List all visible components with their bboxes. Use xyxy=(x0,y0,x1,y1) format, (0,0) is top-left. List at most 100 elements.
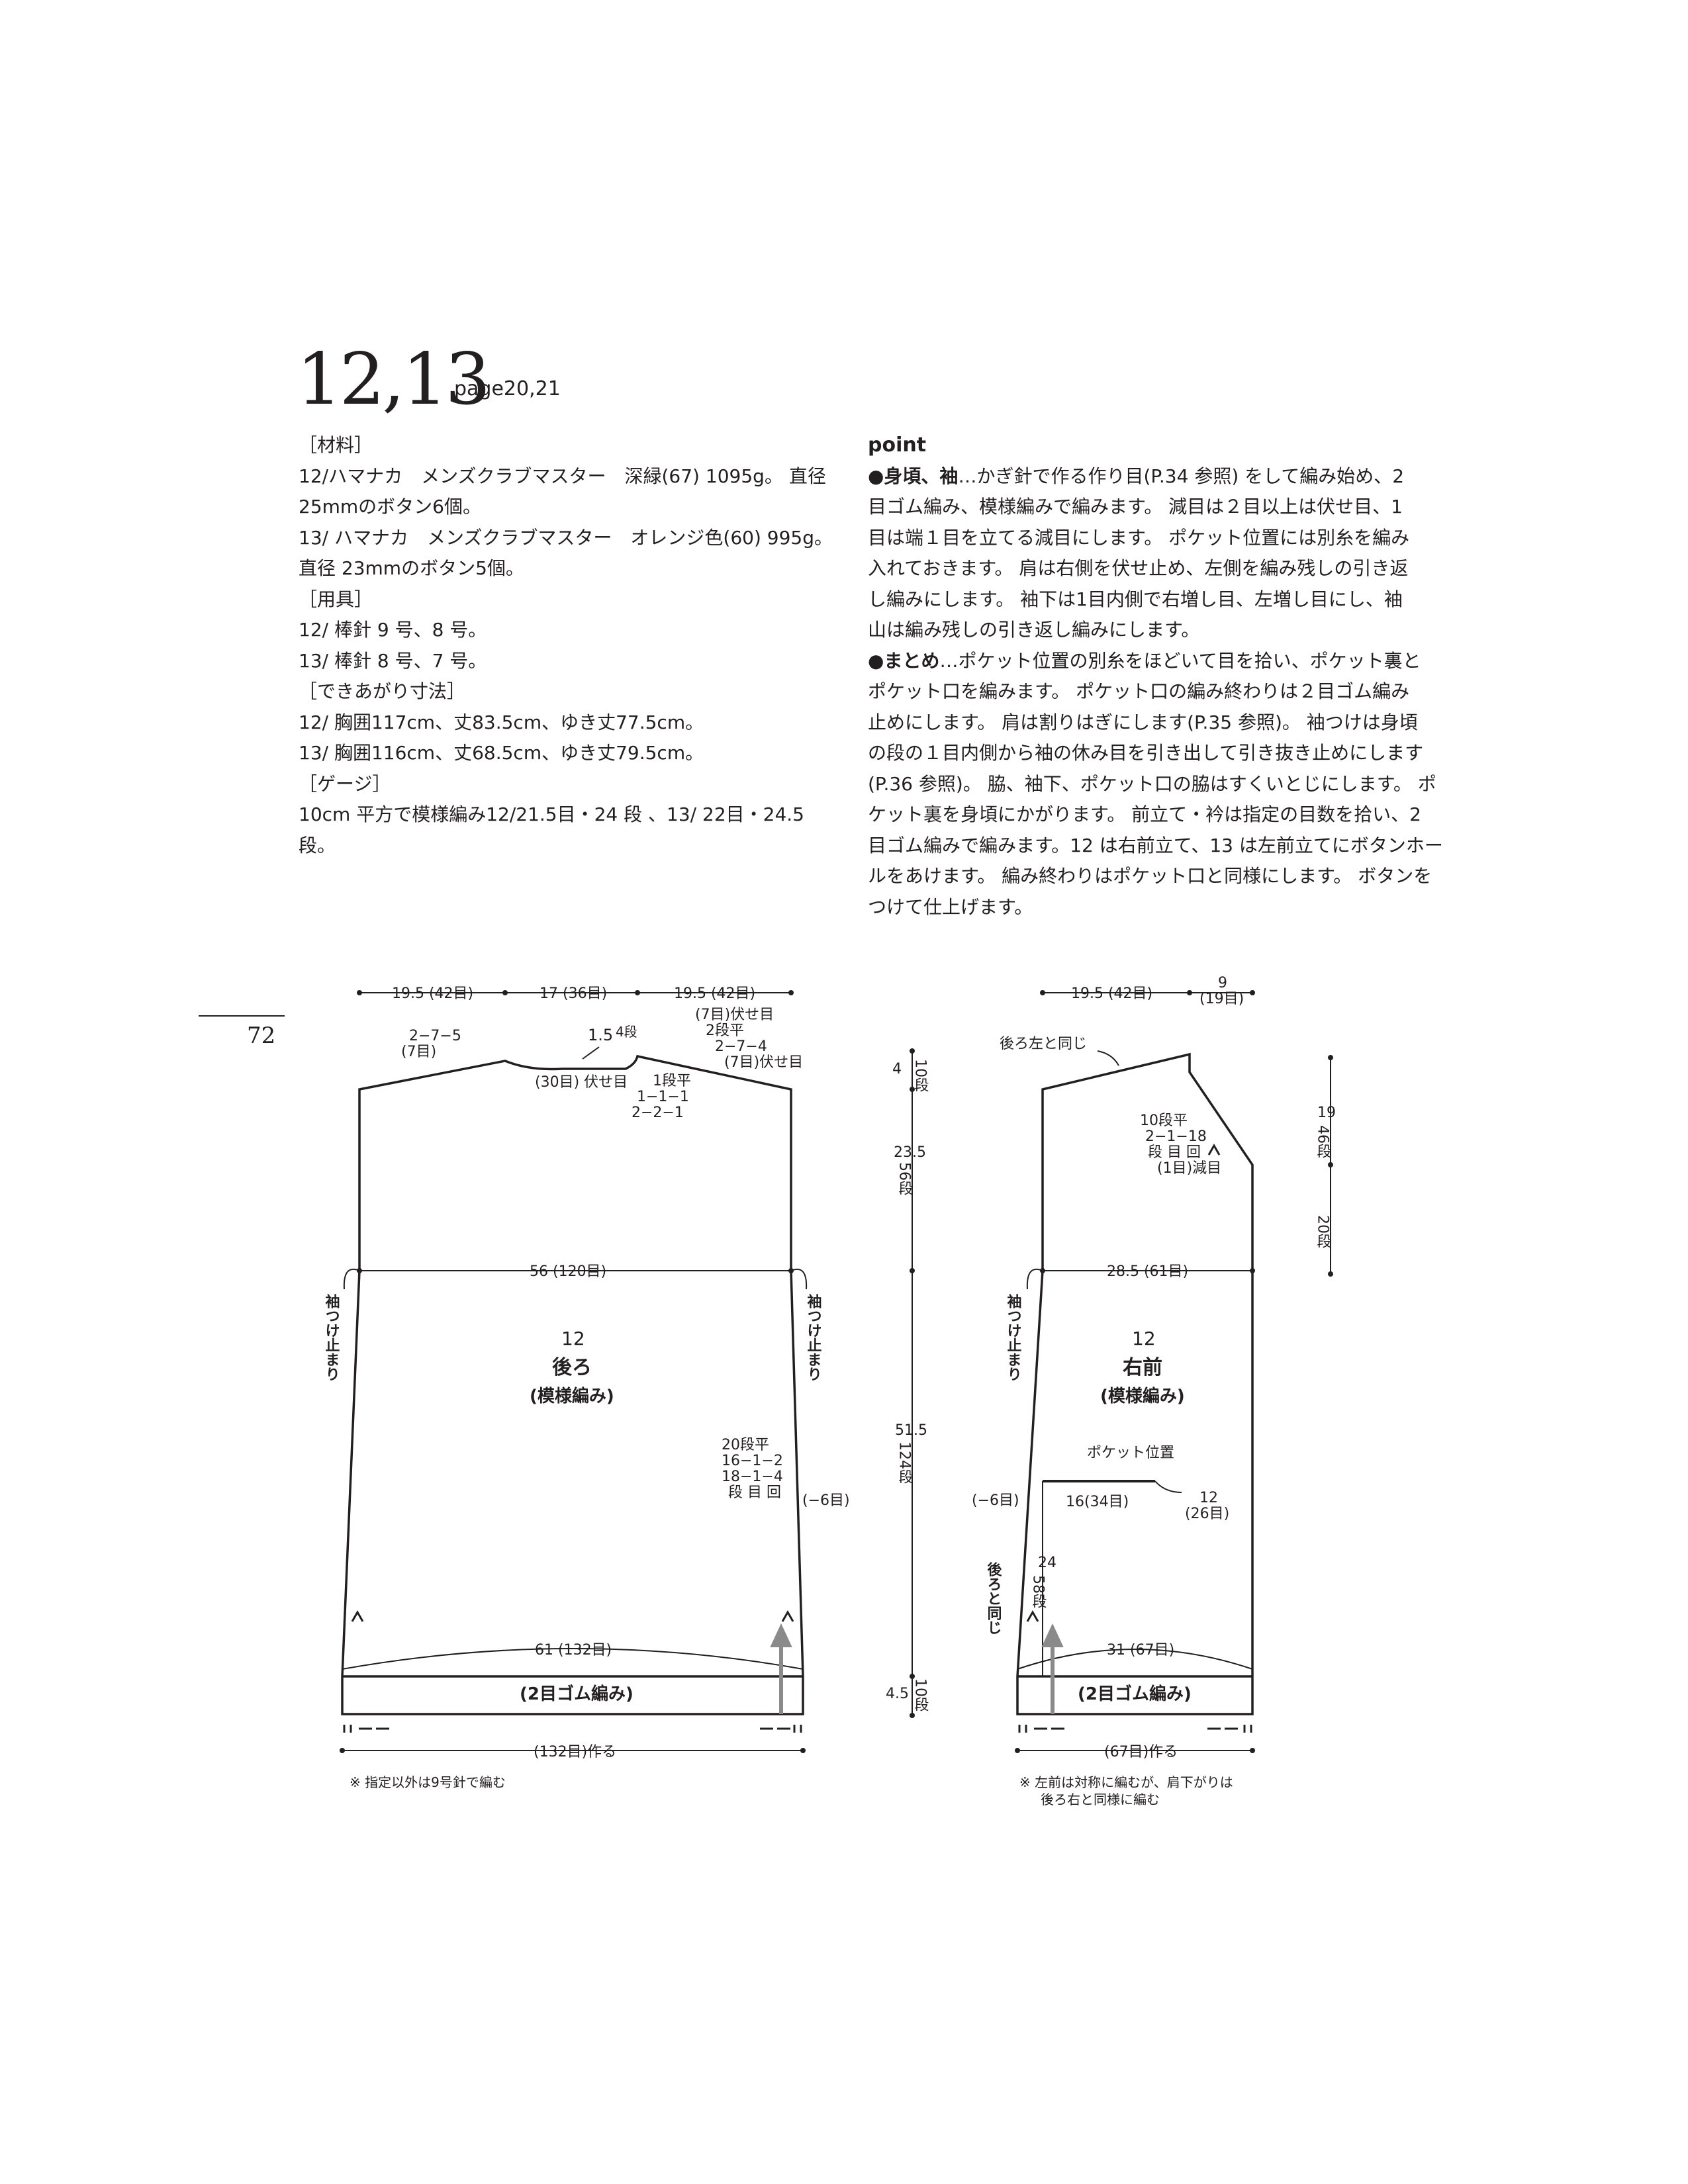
material-line: 12/ハマナカ メンズクラブマスター 深緑(67) 1095g。 直径 xyxy=(299,465,826,487)
point-line: ケット裏を身頃にかがります。 前立て・衿は指定の目数を拾い、2 xyxy=(868,803,1421,825)
back-note: ※ 指定以外は9号針で編む xyxy=(350,1774,506,1790)
page-reference: page20,21 xyxy=(454,377,561,400)
center-v1-rows: 10段 xyxy=(912,1059,929,1092)
point-line: ポケット口を編みます。 ポケット口の編み終わりは２目ゴム編み xyxy=(868,680,1410,702)
center-v4: 4.5 xyxy=(886,1686,909,1702)
back-outline xyxy=(341,1054,804,1715)
back-piece-pattern: (模様編み) xyxy=(530,1386,614,1406)
front-note-1: ※ 左前は対称に編むが、肩下がりは xyxy=(1019,1774,1233,1790)
front-outline xyxy=(1016,1052,1254,1715)
point-line: 目ゴム編みで編みます。12 は右前立て、13 は左前立てにボタンホー xyxy=(868,834,1443,856)
back-width-label: 56 (120目) xyxy=(530,1263,606,1280)
heading-size: ［できあがり寸法］ xyxy=(299,680,466,702)
back-piece-number: 12 xyxy=(561,1328,585,1349)
tool-line: 12/ 棒針 9 号、8 号。 xyxy=(299,619,487,641)
back-top-mid-label: 17 (36目) xyxy=(539,985,607,1002)
front-same-as-back: 後ろ左と同じ xyxy=(1000,1036,1087,1052)
front-piece-number: 12 xyxy=(1132,1328,1156,1349)
back-sleeve-right-label: 袖つけ止まり xyxy=(805,1293,822,1381)
back-neck-bind: (30目) 伏せ目 xyxy=(535,1074,628,1091)
gauge-line: 10cm 平方で模様編み12/21.5目・24 段 、13/ 22目・24.5 … xyxy=(299,803,804,856)
back-hem-curve xyxy=(342,1648,804,1670)
center-v1: 4 xyxy=(892,1061,902,1077)
heading-tools: ［用具］ xyxy=(299,588,373,610)
back-neck-leader xyxy=(582,1046,600,1060)
size-line: 13/ 胸囲116cm、丈68.5cm、ゆき丈79.5cm。 xyxy=(299,742,704,764)
back-side-dec-2: 16−1−2 xyxy=(722,1453,783,1469)
back-side-dec-3: 18−1−4 xyxy=(722,1469,783,1485)
back-neck-depth: 1.5 xyxy=(588,1026,613,1044)
back-hem-width: 61 (132目) xyxy=(535,1642,612,1659)
back-shoulder-right-3: 2−7−4 xyxy=(715,1038,767,1055)
front-neck-dec-4: (1目)減目 xyxy=(1157,1160,1221,1177)
front-minus-6: (−6目) xyxy=(972,1492,1019,1509)
front-neck-dec-3: 段 目 回 xyxy=(1148,1144,1201,1161)
heading-materials: ［材料］ xyxy=(299,434,373,456)
front-top-left-label: 19.5 (42目) xyxy=(1071,985,1152,1002)
front-v20-rows: 20段 xyxy=(1315,1215,1332,1248)
back-neck-dec-3: 2−2−1 xyxy=(632,1105,684,1121)
back-rib-label: (2目ゴム編み) xyxy=(520,1684,633,1704)
front-v19: 19 xyxy=(1317,1105,1336,1121)
center-v3-rows: 124段 xyxy=(896,1441,914,1484)
front-neck-dec-2: 2−1−18 xyxy=(1145,1128,1207,1145)
back-piece-name: 後ろ xyxy=(552,1356,592,1379)
heading-gauge: ［ゲージ］ xyxy=(299,772,391,795)
pocket-position-label: ポケット位置 xyxy=(1087,1445,1174,1461)
front-hem-width: 31 (67目) xyxy=(1107,1642,1174,1659)
materials-section: ［材料］ 12/ハマナカ メンズクラブマスター 深緑(67) 1095g。 直径… xyxy=(299,430,841,861)
pattern-number: 12,13 xyxy=(297,338,491,421)
back-minus-6: (−6目) xyxy=(802,1492,850,1509)
back-sleeve-marker-left xyxy=(343,1269,360,1290)
page-number-rule xyxy=(199,1015,285,1017)
center-v4-rows: 10段 xyxy=(912,1678,929,1711)
back-side-dec-4: 段 目 回 xyxy=(728,1484,781,1501)
material-line: 25mmのボタン6個。 xyxy=(299,496,481,518)
point-line: (P.36 参照)。 脇、袖下、ポケット口の脇はすくいとじにします。 ポ xyxy=(868,772,1436,795)
back-shoulder-right-2: 2段平 xyxy=(706,1023,744,1039)
back-shoulder-right-1: (7目)伏せ目 xyxy=(695,1007,774,1023)
front-top-right-b: (19目) xyxy=(1199,991,1244,1007)
pocket-width-label: 16(34目) xyxy=(1066,1494,1129,1510)
front-piece-pattern: (模様編み) xyxy=(1100,1386,1185,1406)
back-shoulder-dec: 2−7−5 xyxy=(409,1028,461,1044)
back-neck-rows: 4段 xyxy=(616,1024,637,1040)
front-piece-name: 右前 xyxy=(1123,1356,1162,1379)
material-line: 直径 23mmのボタン5個。 xyxy=(299,557,524,579)
point-section: point ●身頃、袖…かぎ針で作る作り目(P.34 参照) をして編み始め、2… xyxy=(868,430,1443,923)
front-same-leader xyxy=(1097,1050,1119,1066)
front-note-2: 後ろ右と同様に編む xyxy=(1041,1792,1160,1807)
back-top-left-label: 19.5 (42目) xyxy=(392,985,473,1002)
front-sleeve-marker xyxy=(1026,1269,1043,1290)
back-sleeve-left-label: 袖つけ止まり xyxy=(323,1293,340,1381)
front-hem-curve xyxy=(1017,1649,1253,1670)
front-right-a: 12 xyxy=(1199,1490,1218,1506)
point-line: つけて仕上げます。 xyxy=(868,895,1033,918)
back-caston-label: (132目)作る xyxy=(534,1744,616,1760)
front-rib-label: (2目ゴム編み) xyxy=(1078,1684,1192,1704)
pocket-depth-rows: 58段 xyxy=(1030,1575,1047,1608)
point-line: 目は端１目を立てる減目にします。 ポケット位置には別糸を編み xyxy=(868,526,1410,549)
point-line: し編みにします。 袖下は1目内側で右増し目、左増し目にし、袖 xyxy=(868,588,1403,610)
material-line: 13/ ハマナカ メンズクラブマスター オレンジ色(60) 995g。 xyxy=(299,526,833,549)
center-v2: 23.5 xyxy=(894,1144,926,1161)
tool-line: 13/ 棒針 8 号、7 号。 xyxy=(299,649,487,672)
point-line: ●まとめ…ポケット位置の別糸をほどいて目を拾い、ポケット裏と xyxy=(868,649,1421,672)
front-caston-label: (67目)作る xyxy=(1104,1744,1178,1760)
center-v2-rows: 56段 xyxy=(896,1162,914,1195)
point-line: ルをあけます。 編み終わりはポケット口と同様にします。 ボタンを xyxy=(868,865,1432,887)
front-neck-dec-1: 10段平 xyxy=(1140,1113,1188,1129)
back-top-right-label: 19.5 (42目) xyxy=(674,985,755,1002)
pocket-leader xyxy=(1154,1480,1182,1493)
pocket-depth: 24 xyxy=(1038,1555,1056,1571)
point-line: 目ゴム編み、模様編みで編みます。 減目は２目以上は伏せ目、1 xyxy=(868,496,1403,518)
front-sleeve-left-label: 袖つけ止まり xyxy=(1005,1293,1022,1381)
back-shoulder-stitches: (7目) xyxy=(401,1044,436,1060)
size-line: 12/ 胸囲117cm、丈83.5cm、ゆき丈77.5cm。 xyxy=(299,711,704,733)
center-v3: 51.5 xyxy=(895,1422,927,1439)
front-width-label: 28.5 (61目) xyxy=(1107,1263,1188,1280)
front-v19-rows: 46段 xyxy=(1315,1125,1332,1158)
page-number: 72 xyxy=(247,1023,276,1049)
point-line: 入れておきます。 肩は右側を伏せ止め、左側を編み残しの引き返 xyxy=(868,557,1409,579)
